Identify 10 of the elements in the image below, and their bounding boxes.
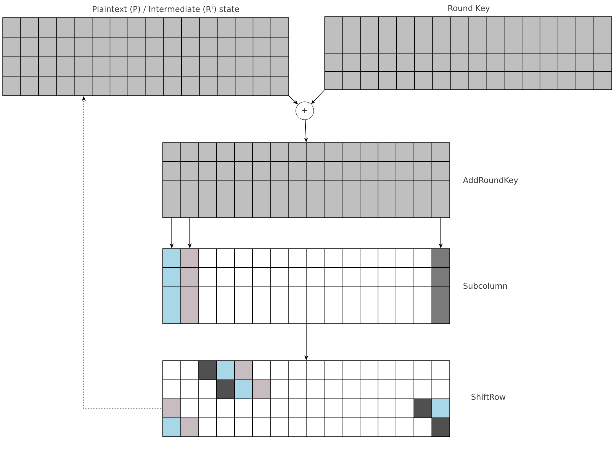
state-grid: ShiftRow	[162, 360, 506, 438]
node-label: ShiftRow	[472, 394, 506, 400]
node-label: Round Key	[448, 5, 490, 13]
node-label: AddRoundKey	[463, 177, 518, 185]
state-grid: AddRoundKey	[162, 142, 518, 218]
state-grid: Plaintext (P) / Intermediate (R$^{i}$) state	[2, 4, 290, 96]
state-grid: Round Key	[324, 5, 612, 90]
state-grid: Subcolumn	[162, 248, 508, 324]
node-label: Plaintext (P) / Intermediate (R$^{i}$) state	[93, 4, 240, 14]
node-label: Subcolumn	[464, 282, 508, 290]
